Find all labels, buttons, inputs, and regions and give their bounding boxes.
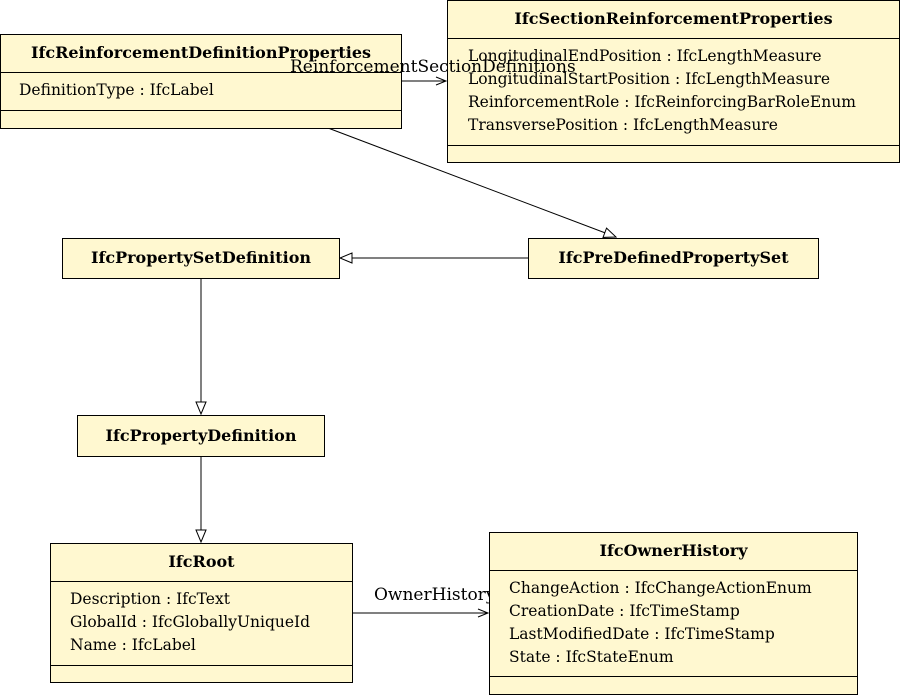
class-ifcpredefinedpropertyset[interactable]: IfcPreDefinedPropertySet: [528, 238, 819, 279]
operations-compartment: [1, 110, 401, 128]
operations-compartment: [490, 676, 857, 694]
class-ifcpropertydefinition[interactable]: IfcPropertyDefinition: [77, 415, 325, 457]
attribute: Description : IfcText: [70, 590, 230, 608]
class-name: IfcPropertySetDefinition: [90, 248, 312, 267]
attribute: Name : IfcLabel: [70, 636, 196, 654]
attribute-list: Description : IfcText GlobalId : IfcGlob…: [51, 581, 352, 665]
generalization-reinforcement-to-predefined: [327, 127, 616, 237]
class-ifcpropertysetdefinition[interactable]: IfcPropertySetDefinition: [62, 238, 340, 279]
attribute: ChangeAction : IfcChangeActionEnum: [509, 579, 812, 597]
class-ifcownerhistory[interactable]: IfcOwnerHistory ChangeAction : IfcChange…: [489, 532, 858, 695]
attribute: GlobalId : IfcGloballyUniqueId: [70, 613, 311, 631]
class-name: IfcRoot: [168, 552, 235, 571]
class-name: IfcOwnerHistory: [599, 541, 748, 560]
class-name: IfcPropertyDefinition: [105, 426, 297, 445]
attribute: CreationDate : IfcTimeStamp: [509, 602, 740, 620]
attribute-list: LongitudinalEndPosition : IfcLengthMeasu…: [448, 38, 899, 145]
operations-compartment: [448, 145, 899, 162]
attribute: LastModifiedDate : IfcTimeStamp: [509, 625, 775, 643]
attribute: LongitudinalStartPosition : IfcLengthMea…: [468, 70, 831, 88]
association-label-reinforcement-section-definitions: ReinforcementSectionDefinitions: [290, 57, 576, 77]
attribute-list: DefinitionType : IfcLabel: [1, 72, 401, 110]
attribute: TransversePosition : IfcLengthMeasure: [468, 116, 778, 134]
association-label-owner-history: OwnerHistory: [374, 585, 496, 605]
operations-compartment: [51, 665, 352, 682]
class-name: IfcSectionReinforcementProperties: [514, 9, 833, 28]
attribute: LongitudinalEndPosition : IfcLengthMeasu…: [468, 47, 822, 65]
class-name: IfcPreDefinedPropertySet: [558, 248, 789, 267]
attribute: State : IfcStateEnum: [509, 648, 674, 666]
class-ifcreinforcementdefinitionproperties[interactable]: IfcReinforcementDefinitionProperties Def…: [0, 34, 402, 129]
class-name: IfcReinforcementDefinitionProperties: [30, 43, 372, 62]
attribute: ReinforcementRole : IfcReinforcingBarRol…: [468, 93, 856, 111]
attribute-list: ChangeAction : IfcChangeActionEnum Creat…: [490, 570, 857, 676]
class-ifcsectionreinforcementproperties[interactable]: IfcSectionReinforcementProperties Longit…: [447, 0, 900, 163]
class-ifcroot[interactable]: IfcRoot Description : IfcText GlobalId :…: [50, 543, 353, 683]
attribute: DefinitionType : IfcLabel: [19, 81, 214, 99]
